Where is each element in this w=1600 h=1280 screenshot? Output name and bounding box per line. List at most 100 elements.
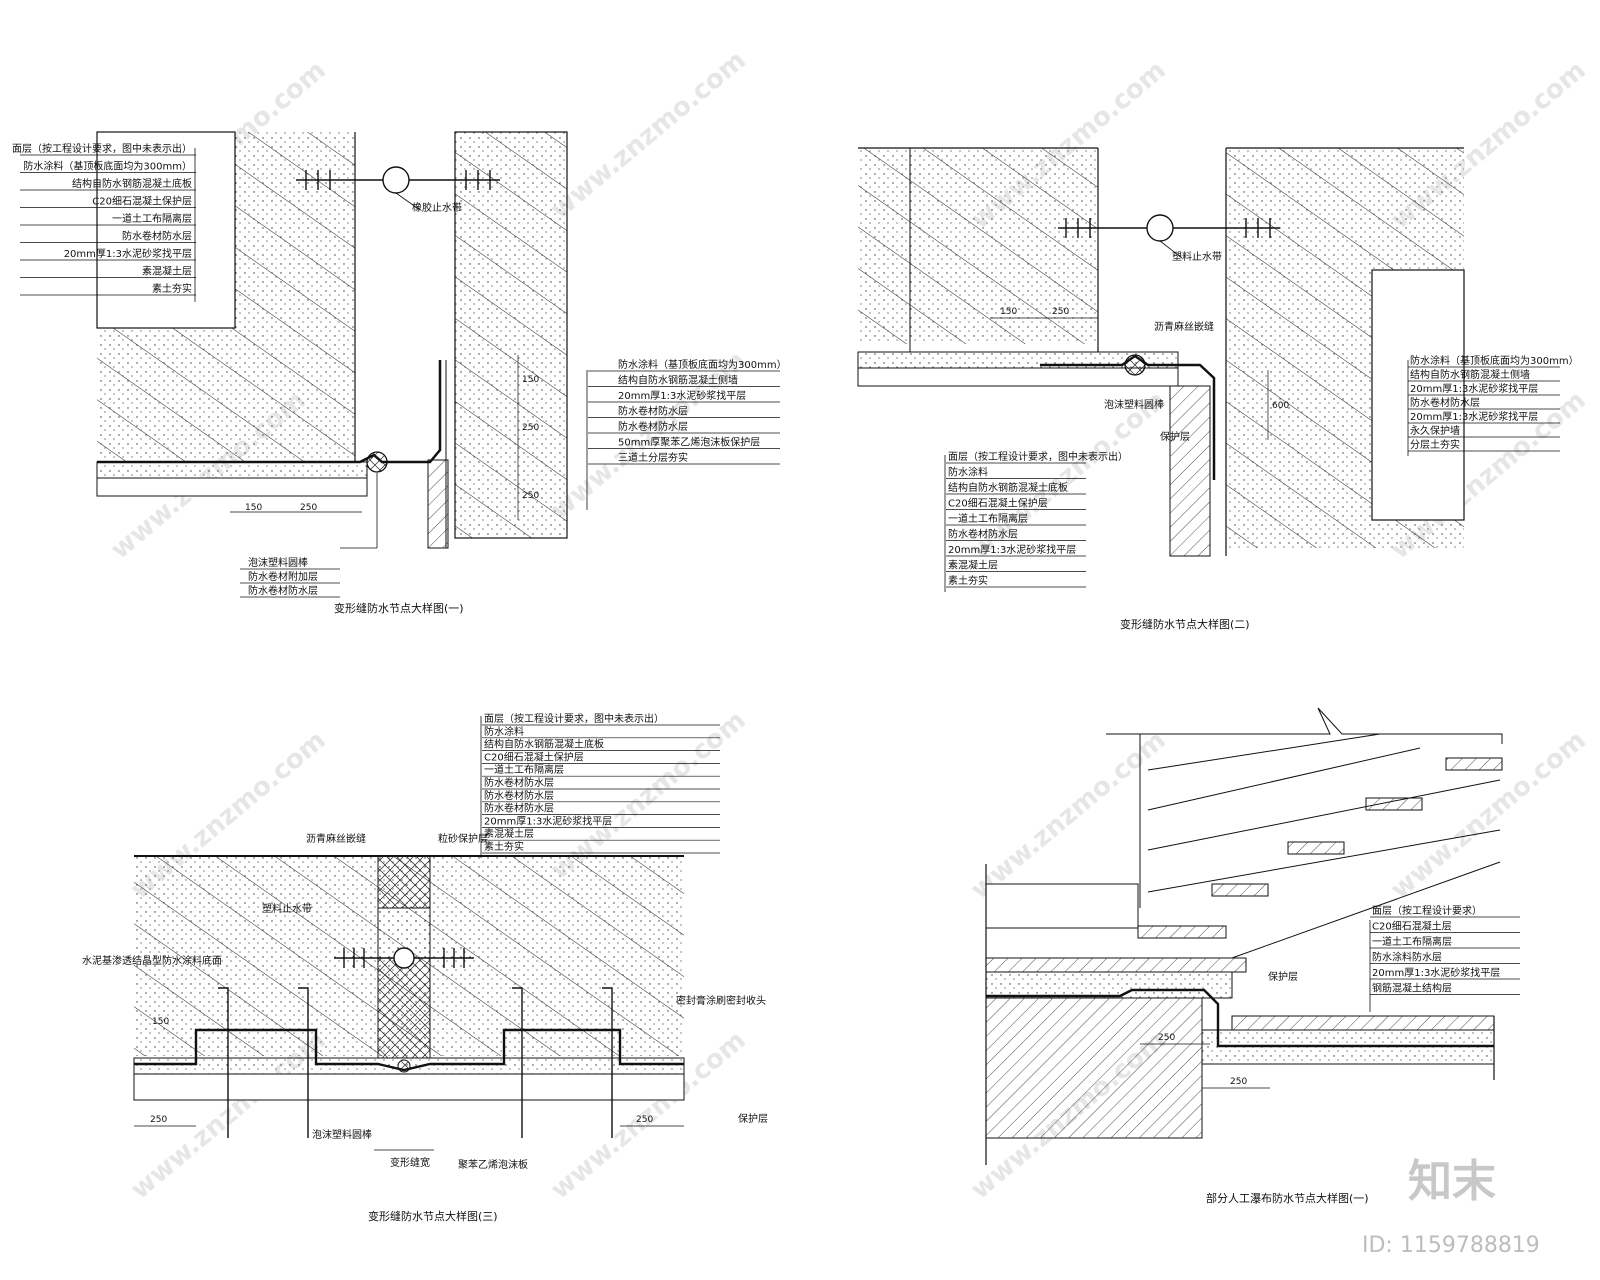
panel-2-right-layer-labels: 防水涂料（基顶板底面均为300mm）结构自防水钢筋混凝土侧墙20mm厚1:3水泥… [1408, 354, 1579, 452]
p1-right-label-1: 结构自防水钢筋混凝土侧墙 [618, 374, 738, 387]
panel-2-rod-label: 泡沫塑料圆棒 [1104, 398, 1164, 411]
p4-layers-label-0: 面层（按工程设计要求） [1372, 904, 1482, 917]
p1-left-label-1: 防水涂料（基顶板底面均为300mm） [23, 160, 192, 173]
panel-3-dim-1: 250 [636, 1115, 653, 1125]
panel-3-protect-label: 保护层 [738, 1112, 768, 1125]
panel-2-dim-2: 600 [1272, 401, 1289, 411]
p2-bottom-label-7: 素混凝土层 [948, 559, 998, 572]
panel-3-sand-label: 粒砂保护层 [438, 832, 488, 845]
panel-2-dim-1: 250 [1052, 307, 1069, 317]
p2-bottom-label-3: C20细石混凝土保护层 [948, 497, 1048, 510]
panel-2-seal-label: 沥青麻丝嵌缝 [1154, 320, 1214, 333]
p3-top-label-5: 防水卷材防水层 [484, 776, 554, 789]
panel-1-stop-label: 橡胶止水带 [412, 201, 462, 214]
p1-right-label-6: 三道土分层夯实 [618, 451, 688, 464]
watermark-1: www.znzmo.com [545, 45, 751, 225]
p2-bottom-label-2: 结构自防水钢筋混凝土底板 [948, 481, 1068, 494]
p1-right-label-0: 防水涂料（基顶板底面均为300mm） [618, 358, 787, 371]
p3-top-label-2: 结构自防水钢筋混凝土底板 [484, 738, 604, 751]
p3-top-label-7: 防水卷材防水层 [484, 802, 554, 815]
p4-layers-label-3: 防水涂料防水层 [1372, 951, 1442, 964]
p2-right-label-3: 防水卷材防水层 [1410, 396, 1480, 409]
panel-4-caption: 部分人工瀑布防水节点大样图(一) [1206, 1191, 1369, 1205]
watermark-11: www.znzmo.com [1385, 725, 1591, 905]
p3-top-label-4: 一道土工布隔离层 [484, 763, 564, 776]
panel-1-dim-3: 250 [522, 423, 539, 433]
p2-right-label-6: 分层土夯实 [1410, 438, 1460, 451]
panel-3-top-layer-labels: 面层（按工程设计要求，图中未表示出）防水涂料结构自防水钢筋混凝土底板C20细石混… [482, 712, 720, 854]
p1-bottom-label-2: 防水卷材防水层 [248, 584, 318, 597]
p3-top-label-6: 防水卷材防水层 [484, 789, 554, 802]
p2-right-label-0: 防水涂料（基顶板底面均为300mm） [1410, 354, 1579, 367]
p1-left-label-5: 防水卷材防水层 [122, 230, 192, 243]
panel-4-dim-1: 250 [1230, 1077, 1247, 1087]
panel-3-dim-2: 150 [152, 1017, 169, 1027]
panel-4-dim-0: 250 [1158, 1033, 1175, 1043]
p2-right-label-4: 20mm厚1:3水泥砂浆找平层 [1410, 410, 1538, 423]
panel-1-caption: 变形缝防水节点大样图(一) [334, 601, 464, 615]
panel-3-gap-label: 变形缝宽 [390, 1156, 430, 1169]
panel-1-dim-1: 250 [300, 503, 317, 513]
p1-left-label-4: 一道土工布隔离层 [112, 212, 192, 225]
panel-3-rod-label: 泡沫塑料圆棒 [312, 1128, 372, 1141]
p3-top-label-9: 素混凝土层 [484, 827, 534, 840]
watermark-5: www.znzmo.com [545, 345, 751, 525]
p1-left-label-8: 素土夯实 [152, 282, 192, 295]
panel-1: 面层（按工程设计要求，图中未表示出） 防水涂料（基顶板底面均为300mm） 结构自防… [12, 131, 787, 615]
panel-1-right-layer-labels: 防水涂料（基顶板底面均为300mm） 结构自防水钢筋混凝土侧墙 20mm厚1:3水泥… [588, 358, 787, 465]
p2-right-label-2: 20mm厚1:3水泥砂浆找平层 [1410, 382, 1538, 395]
p1-right-label-2: 20mm厚1:3水泥砂浆找平层 [618, 389, 746, 402]
panel-4-protect-label: 保护层 [1268, 970, 1298, 983]
p4-layers-label-5: 钢筋混凝土结构层 [1372, 982, 1452, 995]
panel-1-dim-4: 250 [522, 491, 539, 501]
panel-1-dim-2: 150 [522, 375, 539, 385]
p2-bottom-label-0: 面层（按工程设计要求，图中未表示出） [948, 450, 1128, 463]
p2-bottom-label-1: 防水涂料 [948, 466, 988, 479]
p2-right-label-5: 永久保护墙 [1410, 424, 1460, 437]
image-id-label: ID: 1159788819 [1362, 1233, 1540, 1258]
panel-3-caption: 变形缝防水节点大样图(三) [368, 1209, 498, 1223]
p2-bottom-label-6: 20mm厚1:3水泥砂浆找平层 [948, 543, 1076, 556]
p3-top-label-8: 20mm厚1:3水泥砂浆找平层 [484, 814, 612, 827]
panel-2-protect-label: 保护层 [1160, 430, 1190, 443]
panel-3-dim-0: 250 [150, 1115, 167, 1125]
panel-2-caption: 变形缝防水节点大样图(二) [1120, 617, 1250, 631]
p1-bottom-label-1: 防水卷材附加层 [248, 570, 318, 583]
p2-bottom-label-8: 素土夯实 [948, 574, 988, 587]
panel-3-stop-label: 塑料止水带 [262, 902, 312, 915]
panel-3-left-label: 水泥基渗透结晶型防水涂料底面 [82, 954, 222, 967]
panel-1-dim-0: 150 [245, 503, 262, 513]
p1-left-label-2: 结构自防水钢筋混凝土底板 [72, 177, 192, 190]
p1-right-label-3: 防水卷材防水层 [618, 405, 688, 418]
panel-3: 面层（按工程设计要求，图中未表示出）防水涂料结构自防水钢筋混凝土底板C20细石混… [82, 712, 768, 1223]
p3-top-label-1: 防水涂料 [484, 725, 524, 738]
p2-bottom-label-4: 一道土工布隔离层 [948, 512, 1028, 525]
p4-layers-label-2: 一道土工布隔离层 [1372, 935, 1452, 948]
p1-left-label-0: 面层（按工程设计要求，图中未表示出） [12, 142, 192, 155]
panel-2-stop-label: 塑料止水带 [1172, 250, 1222, 263]
panel-3-seal-label: 沥青麻丝嵌缝 [306, 832, 366, 845]
p1-left-label-3: C20细石混凝土保护层 [92, 195, 192, 208]
p4-layers-label-1: C20细石混凝土层 [1372, 920, 1452, 933]
p1-left-label-6: 20mm厚1:3水泥砂浆找平层 [64, 247, 192, 260]
p3-top-label-0: 面层（按工程设计要求，图中未表示出） [484, 712, 664, 725]
p2-right-label-1: 结构自防水钢筋混凝土侧墙 [1410, 368, 1530, 381]
panel-1-left-layer-labels: 面层（按工程设计要求，图中未表示出） 防水涂料（基顶板底面均为300mm） 结构自防… [12, 142, 196, 296]
panel-3-board-label: 聚苯乙烯泡沫板 [458, 1158, 528, 1171]
p4-layers-label-4: 20mm厚1:3水泥砂浆找平层 [1372, 966, 1500, 979]
watermark-10: www.znzmo.com [965, 725, 1171, 905]
p1-left-label-7: 素混凝土层 [142, 265, 192, 278]
p1-bottom-label-0: 泡沫塑料圆棒 [248, 556, 308, 569]
p2-bottom-label-5: 防水卷材防水层 [948, 528, 1018, 541]
p3-top-label-3: C20细石混凝土保护层 [484, 750, 584, 763]
panel-3-right-label: 密封膏涂刷密封收头 [676, 994, 766, 1007]
p3-top-label-10: 素土夯实 [484, 840, 524, 853]
panel-2-dim-0: 150 [1000, 307, 1017, 317]
p1-right-label-4: 防水卷材防水层 [618, 420, 688, 433]
